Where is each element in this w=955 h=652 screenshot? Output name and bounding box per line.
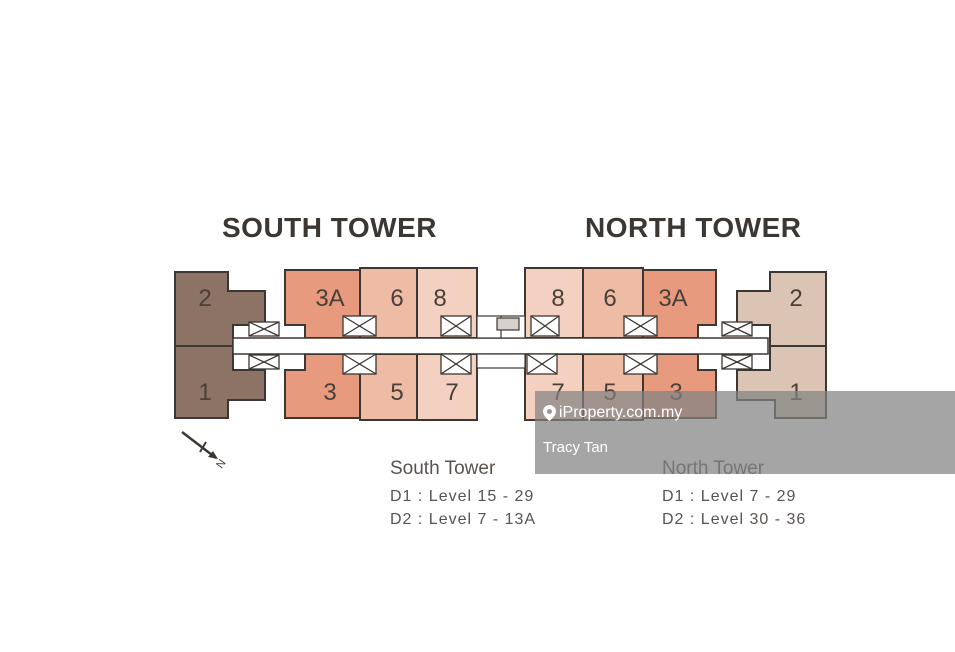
south-tower-title: SOUTH TOWER: [222, 212, 437, 243]
north-unit-2-label: 2: [789, 285, 802, 312]
south-unit-6-label: 6: [390, 285, 403, 312]
south-legend-d2: D2 : Level 7 - 13A: [390, 511, 537, 528]
north-unit-6-label: 6: [603, 285, 616, 312]
south-unit-5-label: 5: [390, 379, 403, 406]
north-arrow-icon: N: [181, 431, 229, 471]
south-unit-7-label: 7: [445, 379, 458, 406]
south-legend-d1: D1 : Level 15 - 29: [390, 488, 535, 505]
south-unit-3a-label: 3A: [315, 285, 344, 312]
corridor: [232, 337, 769, 355]
compass-label: N: [214, 457, 228, 470]
south-legend: South Tower D1 : Level 15 - 29 D2 : Leve…: [390, 458, 536, 534]
lift-boxes: [248, 315, 753, 375]
south-legend-title: South Tower: [390, 458, 496, 479]
watermark-overlay: iProperty.com.my Tracy Tan: [535, 391, 955, 474]
watermark-agent-name: Tracy Tan: [543, 439, 609, 456]
south-unit-3-label: 3: [323, 379, 336, 406]
south-unit-2-label: 2: [198, 285, 211, 312]
watermark-brand: iProperty.com.my: [543, 404, 682, 422]
south-unit-1-label: 1: [198, 379, 211, 406]
north-unit-8-label: 8: [551, 285, 564, 312]
north-legend-d2: D2 : Level 30 - 36: [662, 511, 807, 528]
north-unit-2: [736, 271, 827, 347]
north-tower-title: NORTH TOWER: [585, 212, 802, 243]
north-unit-3a-label: 3A: [658, 285, 687, 312]
location-pin-icon: [543, 405, 556, 421]
south-unit-8-label: 8: [433, 285, 446, 312]
watermark-brand-text: iProperty.com.my: [559, 404, 683, 421]
service-core: [476, 315, 526, 369]
north-legend-d1: D1 : Level 7 - 29: [662, 488, 797, 505]
